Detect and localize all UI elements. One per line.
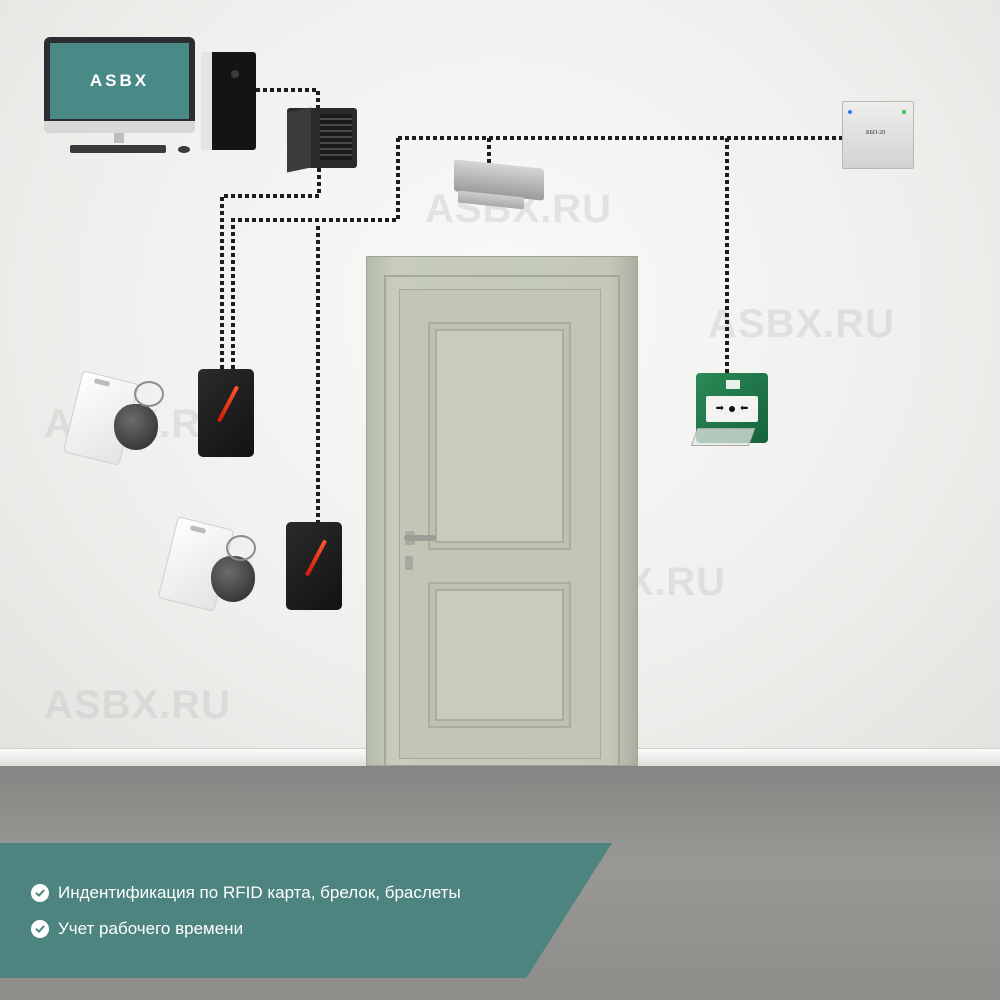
feature-text: Индентификация по RFID карта, брелок, бр…	[58, 883, 461, 902]
monitor-stand	[114, 133, 124, 143]
watermark: ASBX.RU	[708, 302, 896, 346]
power-led-icon	[848, 110, 852, 114]
controller-door	[287, 107, 311, 173]
exit-button-face: ➡ ⬅	[706, 396, 758, 422]
door-panel-upper	[428, 322, 571, 550]
feature-item: Учет рабочего времени	[31, 919, 243, 939]
key-ring-icon	[134, 381, 164, 407]
arrow-left-icon: ⬅	[740, 403, 749, 414]
exit-button-cover	[690, 428, 756, 446]
check-circle-icon	[31, 920, 49, 938]
feature-text: Учет рабочего времени	[58, 919, 244, 938]
monitor-chin	[44, 121, 195, 133]
rfid-keyfob	[211, 556, 255, 602]
wire-controller-reader-1	[220, 168, 321, 372]
dot-icon	[729, 406, 735, 412]
monitor: ASBX	[44, 37, 195, 133]
status-led-icon	[902, 110, 906, 114]
pc-tower	[201, 52, 256, 150]
keyhole-icon	[405, 556, 413, 570]
wire-pc-controller	[256, 88, 320, 108]
wire-controller-reader-2	[231, 138, 400, 372]
power-button-icon	[231, 70, 239, 78]
arrow-right-icon: ➡	[715, 403, 724, 414]
key-ring-icon	[226, 535, 256, 561]
door-handle-icon	[404, 535, 436, 541]
mouse	[178, 146, 190, 153]
rfid-keyfob	[114, 404, 158, 450]
rfid-reader	[198, 369, 254, 457]
check-circle-icon	[31, 884, 49, 902]
features-banner	[0, 843, 612, 978]
controller-board	[320, 114, 352, 160]
watermark: ASBX.RU	[44, 683, 232, 727]
keyboard	[70, 145, 166, 153]
door-panel-lower	[428, 582, 571, 728]
monitor-screen: ASBX	[50, 43, 189, 119]
power-supply-label: ББП-20	[866, 130, 886, 136]
feature-item: Индентификация по RFID карта, брелок, бр…	[31, 883, 461, 903]
exit-sign-icon	[726, 380, 740, 389]
door-casing	[384, 275, 620, 766]
power-supply	[842, 101, 914, 169]
screen-logo: ASBX	[89, 71, 150, 90]
